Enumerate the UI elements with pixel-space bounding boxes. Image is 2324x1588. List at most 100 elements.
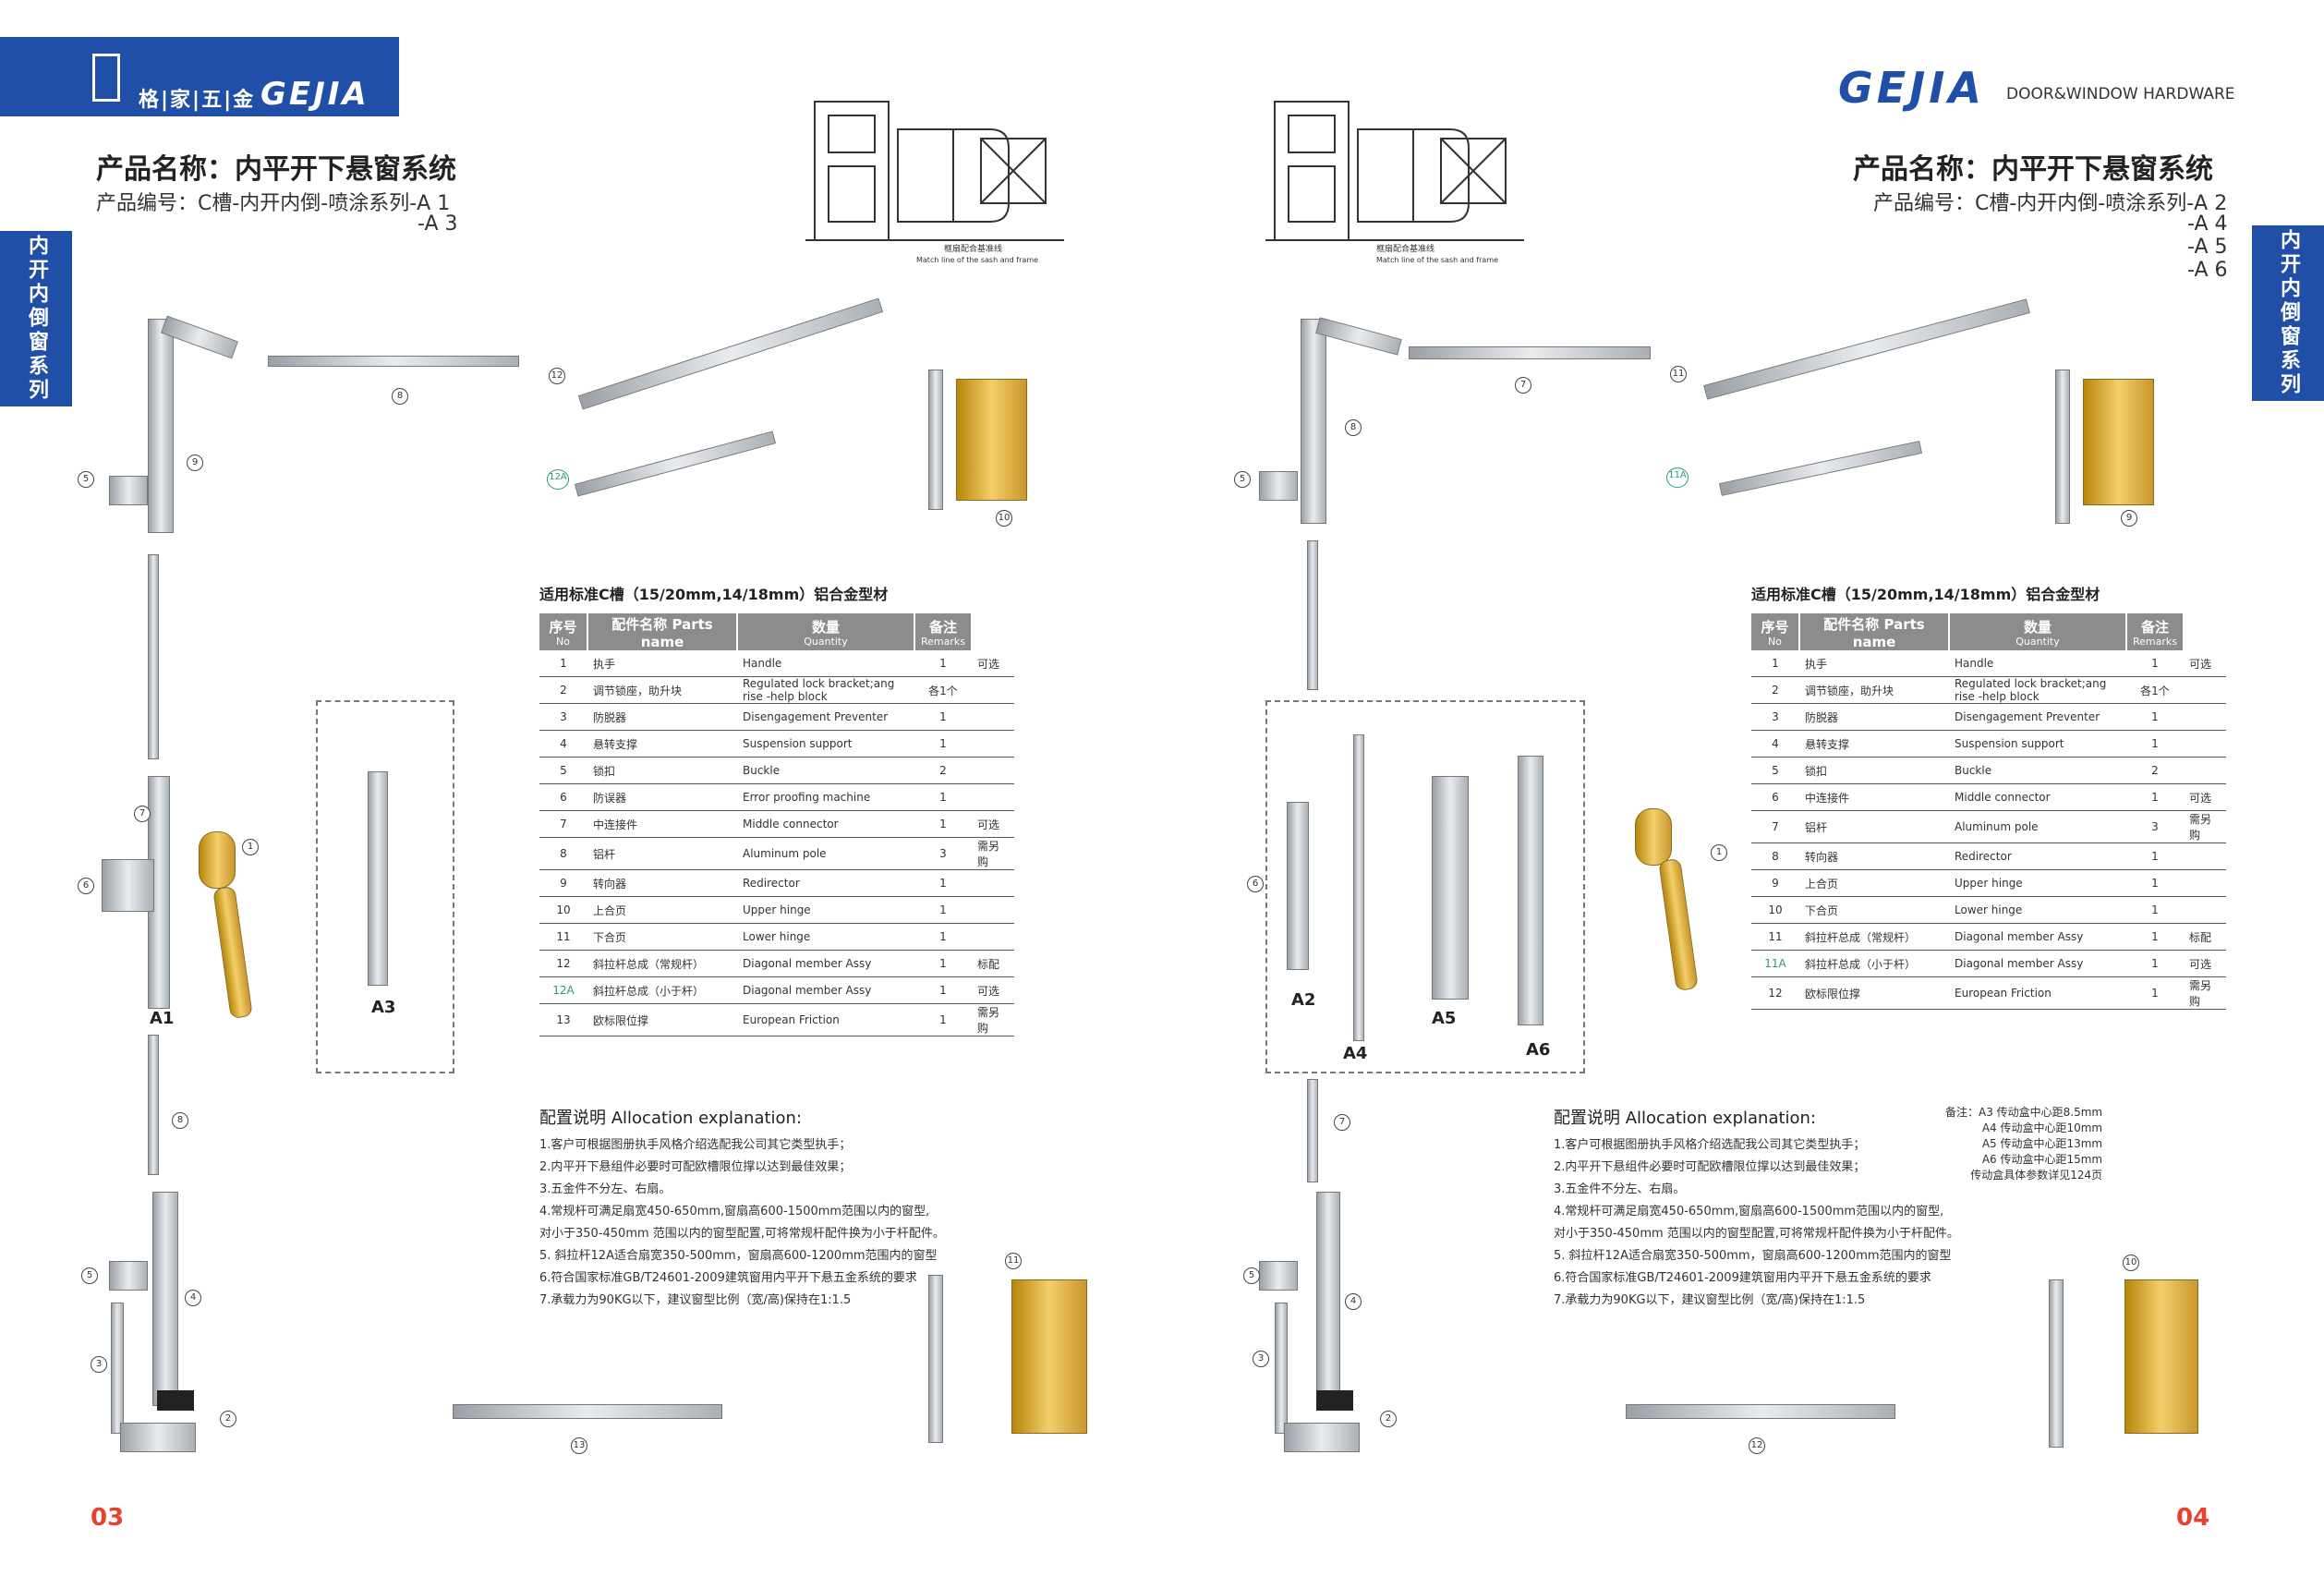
row-name-en: Lower hinge [737, 923, 914, 951]
left-handle-base [199, 831, 236, 889]
row-quantity: 1 [2126, 976, 2184, 1010]
row-name-en: Middle connector [1949, 783, 2126, 811]
row-name-en: Handle [1949, 650, 2126, 677]
right-buckle-lower [1259, 1261, 1298, 1291]
note-line: 传动盒具体参数详见124页 [1970, 1169, 2103, 1182]
right-label-a2: A2 [1291, 990, 1316, 1010]
table-header-name: 配件名称 Parts name [587, 613, 738, 650]
row-remarks: 标配 [972, 950, 1014, 977]
explanation-line: 7.承载力为90KG以下，建议窗型比例（宽/高)保持在1:1.5 [539, 1293, 852, 1307]
right-label-a5: A5 [1432, 1009, 1457, 1028]
left-help-block [120, 1423, 196, 1452]
left-diagonal-member-12 [577, 297, 884, 410]
left-side-tab: 内开内倒窗系列 [0, 231, 72, 406]
explanation-line: 4.常规杆可满足扇宽450-650mm,窗扇高600-1500mm范围以内的窗型… [539, 1205, 930, 1218]
explanation-line: 2.内平开下悬组件必要时可配欧槽限位撑以达到最佳效果； [539, 1160, 852, 1174]
row-name-cn: 转向器 [1799, 842, 1949, 870]
left-european-friction [453, 1404, 722, 1419]
row-name-en: Redirector [1949, 842, 2126, 870]
right-a5-gear-box [1432, 776, 1469, 1000]
row-quantity: 1 [2126, 896, 2184, 924]
row-name-en: European Friction [737, 1003, 914, 1036]
row-number: 3 [1751, 703, 1799, 731]
left-logo: 格|家|五|金 GEJIA [0, 37, 399, 116]
right-a6-gear-box [1518, 756, 1543, 1025]
row-name-en: Diagonal member Assy [1949, 923, 2126, 951]
right-aluminum-pole-top [1409, 346, 1651, 359]
left-product-title: 产品名称：内平开下悬窗系统 [96, 153, 456, 186]
row-remarks: 需另购 [972, 837, 1014, 870]
row-number: 2 [1751, 676, 1799, 704]
row-remarks: 需另购 [2184, 810, 2226, 843]
row-number: 11A [1751, 950, 1799, 977]
row-remarks [972, 896, 1014, 924]
row-quantity: 3 [2126, 810, 2184, 843]
row-remarks [2184, 703, 2226, 731]
left-suspension-support [152, 1192, 178, 1406]
row-name-cn: 防脱器 [587, 703, 737, 731]
row-quantity: 2 [914, 757, 972, 784]
row-name-cn: 悬转支撑 [1799, 730, 1949, 758]
right-middle-connector-a2 [1287, 802, 1309, 970]
right-section-drawing: 框扇配合基准线 Match line of the sash and frame [1265, 101, 1524, 264]
row-quantity: 1 [914, 703, 972, 731]
row-number: 6 [539, 783, 587, 811]
row-number: 12 [1751, 976, 1799, 1010]
row-remarks: 需另购 [2184, 976, 2226, 1010]
row-name-en: Redirector [737, 869, 914, 897]
right-product-code: 产品编号：C槽-内开内倒-喷涂系列-A 2 [1873, 192, 2228, 215]
row-name-cn: 悬转支撑 [587, 730, 737, 758]
row-remarks [972, 923, 1014, 951]
right-product-code-a6: -A 6 [2187, 259, 2228, 282]
row-name-cn: 执手 [1799, 650, 1949, 677]
row-number: 12 [539, 950, 587, 977]
row-remarks [972, 757, 1014, 784]
left-callout: 8 [392, 388, 408, 405]
left-lock-bracket [157, 1390, 194, 1411]
row-name-en: Diagonal member Assy [737, 976, 914, 1004]
explanation-line: 1.客户可根据图册执手风格介绍选配我公司其它类型执手； [1554, 1138, 1866, 1152]
right-product-code-a5: -A 5 [2187, 236, 2228, 259]
left-buckle-part [109, 476, 148, 505]
right-page-number: 04 [2176, 1504, 2210, 1532]
row-name-en: Suspension support [737, 730, 914, 758]
row-quantity: 1 [2126, 950, 2184, 977]
row-name-cn: 中连接件 [1799, 783, 1949, 811]
right-lower-hinge-plate [2049, 1279, 2064, 1448]
row-number: 1 [1751, 650, 1799, 677]
row-name-cn: 斜拉杆总成（小于杆） [1799, 950, 1949, 977]
row-number: 2 [539, 676, 587, 704]
left-callout: 5 [81, 1267, 98, 1284]
row-remarks [972, 730, 1014, 758]
right-lock-bracket [1316, 1390, 1353, 1411]
row-quantity: 1 [2126, 842, 2184, 870]
right-callout: 3 [1253, 1351, 1269, 1367]
note-line: A6 传动盒中心距15mm [1981, 1153, 2103, 1166]
left-redirector-part [148, 319, 174, 533]
row-name-en: Handle [737, 650, 914, 677]
left-callout: 2 [220, 1411, 236, 1427]
row-name-cn: 防误器 [587, 783, 737, 811]
right-explanation-title: 配置说明 Allocation explanation: [1554, 1109, 1817, 1128]
row-number: 9 [1751, 869, 1799, 897]
row-quantity: 1 [914, 1003, 972, 1036]
row-quantity: 1 [914, 869, 972, 897]
left-product-code-a3: -A 3 [418, 212, 458, 236]
row-number: 10 [1751, 896, 1799, 924]
row-remarks [2184, 676, 2226, 704]
row-remarks [2184, 842, 2226, 870]
row-remarks: 可选 [972, 650, 1014, 677]
